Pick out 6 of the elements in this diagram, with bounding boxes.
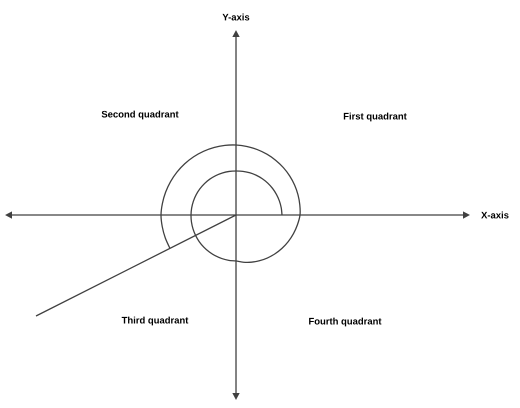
quadrant-label: Second quadrant xyxy=(102,110,179,120)
axis-label: X-axis xyxy=(481,212,509,218)
quadrant-label: Third quadrant xyxy=(122,316,188,326)
axis-label: Y-axis xyxy=(222,14,250,20)
quadrant-label: Fourth quadrant xyxy=(309,318,382,326)
quadrant-label: First quadrant xyxy=(344,112,407,122)
